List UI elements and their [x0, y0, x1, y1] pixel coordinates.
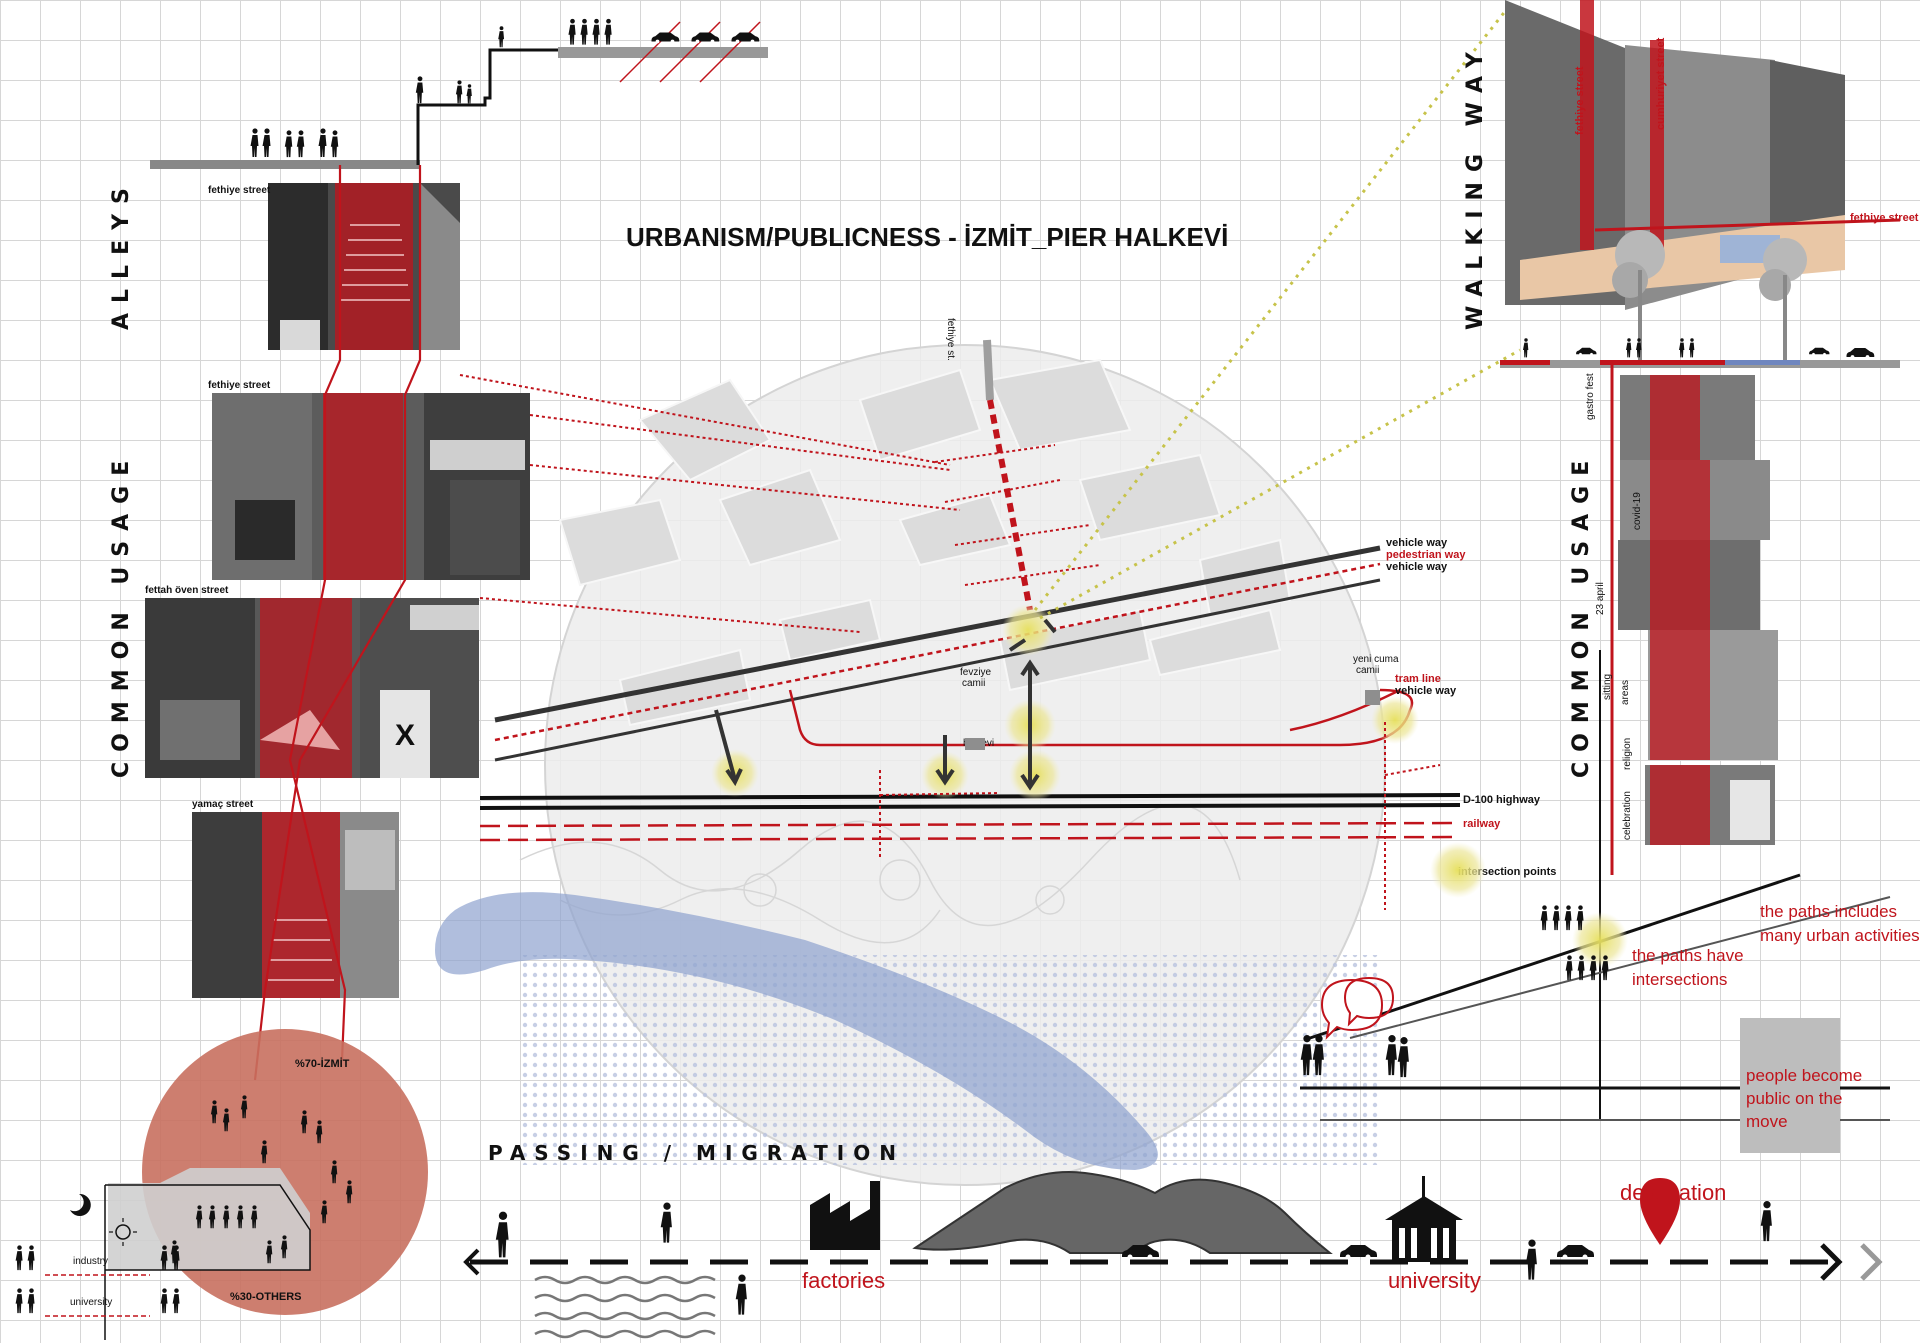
note-public-3: move [1746, 1112, 1788, 1131]
caption-3: fettah öven street [145, 585, 229, 596]
passing-label: PASSING / MIGRATION [488, 1141, 905, 1165]
university-label: university [1388, 1268, 1481, 1293]
note-public-2: public on the [1746, 1089, 1842, 1108]
walk-cumhuriyet: cumhuriyet street [1655, 37, 1667, 130]
common-usage-label-right: COMMON USAGE [1569, 451, 1594, 778]
usage-photos [1618, 375, 1778, 845]
legend-industry: industry [73, 1256, 108, 1267]
path-line-b [253, 165, 422, 1081]
intersection-points [711, 604, 1486, 898]
note-intersect-2: intersections [1632, 970, 1727, 989]
camii-label-2: camii [1356, 665, 1379, 676]
common-usage-label-left: COMMON USAGE [109, 451, 134, 778]
roads [479, 545, 1461, 842]
photo-fettah: X [145, 598, 479, 778]
photo-walking [1505, 0, 1901, 310]
photo-alleys [268, 183, 460, 350]
legend-university: university [70, 1297, 112, 1308]
activity-celebration: celebration [1622, 791, 1633, 840]
caption-1: fethiye street [208, 185, 271, 196]
walk-fethiye-2: fethiye street [1850, 212, 1919, 224]
activity-areas: areas [1620, 680, 1631, 705]
moon-icon [70, 1193, 91, 1216]
fethiye-red-path [987, 399, 1033, 611]
walking-way-label: WALKING WAY [1463, 42, 1488, 330]
legend [15, 1193, 180, 1317]
tram-line: tram line [1395, 673, 1441, 685]
yeni-cuma-label: yeni cuma [1353, 654, 1399, 665]
fethiye-st-label: fethiye st. [945, 318, 956, 361]
activity-gastro: gastro fest [1585, 373, 1596, 420]
sun-icon [115, 1224, 131, 1240]
stepped-section [150, 18, 768, 169]
camii-label-1: camii [962, 678, 985, 689]
activity-23april: 23 april [1595, 582, 1606, 615]
note-includes-2: many urban activities [1760, 926, 1920, 945]
poster-title: URBANISM/PUBLICNESS - İZMİT_PIER HALKEVİ [626, 222, 1228, 252]
photo-fethiye [212, 393, 530, 580]
street-section [1500, 230, 1900, 368]
vehicle-way-1: vehicle way [1386, 537, 1448, 549]
factories-label: factories [802, 1268, 885, 1293]
fevziye-label: fevziye [960, 667, 992, 678]
caption-2: fethiye street [208, 380, 271, 391]
photo-yamac [192, 812, 399, 998]
migration-timeline [463, 1171, 1883, 1339]
water-body [435, 892, 1158, 1170]
caption-4: yamaç street [192, 799, 254, 810]
activity-religion: religion [1622, 738, 1633, 770]
origin-circle [104, 1029, 428, 1340]
alleys-label: ALLEYS [109, 178, 134, 330]
photo-link-lines [459, 374, 1441, 910]
note-intersect-1: the paths have [1632, 946, 1744, 965]
vehicle-way-2: vehicle way [1386, 561, 1448, 573]
svg-text:X: X [395, 719, 415, 752]
fethiye-st-line [983, 339, 994, 401]
activity-covid: covid-19 [1632, 492, 1643, 530]
walk-fethiye-1: fethiye street [1574, 66, 1586, 135]
highway-label: D-100 highway [1463, 794, 1541, 806]
map-circle [435, 344, 1386, 1186]
railway-label: railway [1463, 818, 1501, 830]
note-includes-1: the paths includes [1760, 902, 1897, 921]
note-public-1: people become [1746, 1066, 1862, 1085]
paths-diagram [1300, 650, 1891, 1153]
activity-sitting: sitting [1602, 674, 1613, 700]
view-lines [1033, 4, 1521, 620]
access-arrows [714, 618, 1057, 791]
stat-others: %30-OTHERS [230, 1291, 302, 1303]
pedestrian-way: pedestrian way [1386, 549, 1466, 561]
destination-label: destination [1620, 1180, 1726, 1205]
path-line-a [288, 165, 347, 1061]
vehicle-way-3: vehicle way [1395, 685, 1457, 697]
stat-izmit: %70-İZMİT [295, 1057, 350, 1070]
